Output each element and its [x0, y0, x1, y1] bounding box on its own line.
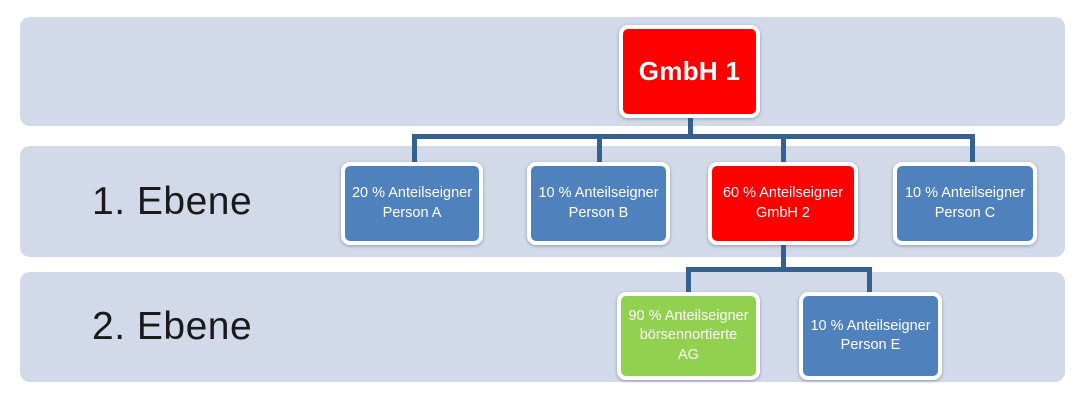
node-gmbh-2[interactable]: 60 % Anteilseigner GmbH 2 — [708, 162, 858, 245]
connector-level1-bus — [412, 134, 975, 139]
connector-drop-person-e — [867, 267, 872, 295]
node-person-e[interactable]: 10 % Anteilseigner Person E — [799, 292, 942, 380]
connector-level2-bus — [686, 267, 872, 272]
node-person-a[interactable]: 20 % Anteilseigner Person A — [341, 162, 483, 245]
top-band — [20, 17, 1065, 126]
level-2-label: 2. Ebene — [92, 305, 253, 348]
connector-drop-gmbh-2 — [781, 134, 786, 162]
node-person-b[interactable]: 10 % Anteilseigner Person B — [527, 162, 670, 245]
node-person-c[interactable]: 10 % Anteilseigner Person C — [893, 162, 1037, 245]
connector-gmbh2-stem — [781, 245, 786, 270]
connector-drop-person-c — [970, 134, 975, 162]
node-boersennotierte-ag[interactable]: 90 % Anteilseigner börsennortierte AG — [617, 292, 760, 380]
connector-drop-person-b — [597, 134, 602, 162]
connector-drop-person-a — [412, 134, 417, 162]
connector-drop-boersennotierte-ag — [686, 267, 691, 295]
node-gmbh-1[interactable]: GmbH 1 — [619, 25, 760, 118]
connector-root-stem — [688, 118, 693, 138]
level-1-label: 1. Ebene — [92, 179, 253, 223]
